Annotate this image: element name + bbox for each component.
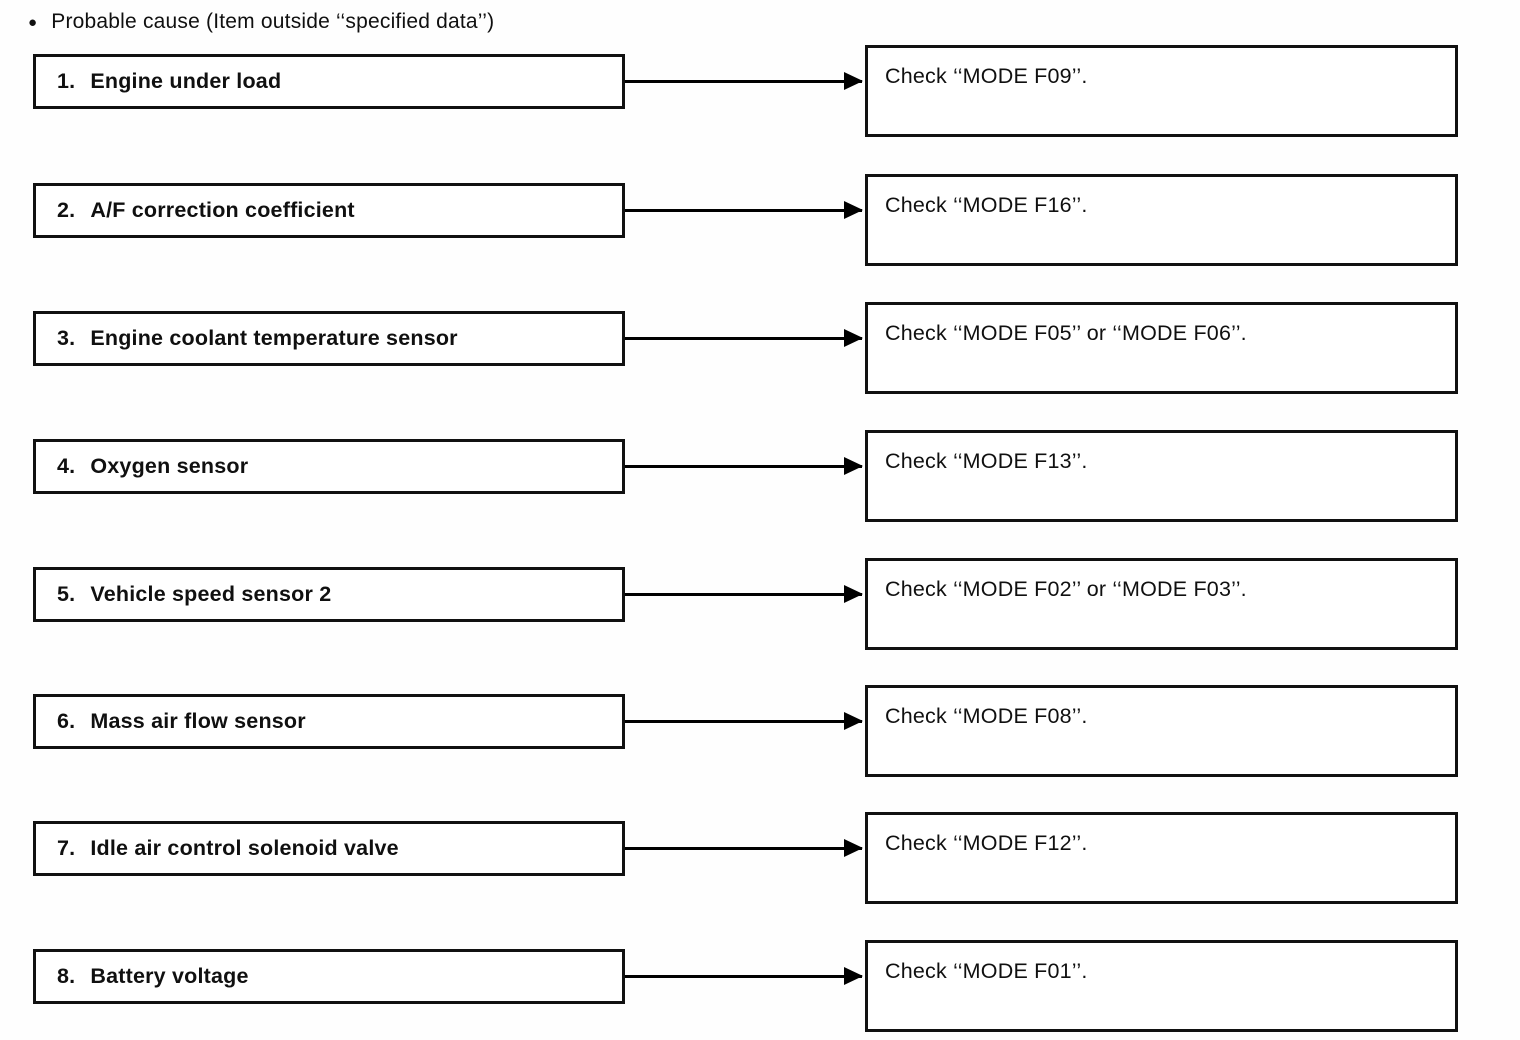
arrowhead-icon (844, 457, 863, 475)
cause-label: Idle air control solenoid valve (90, 836, 399, 860)
cause-label: Engine under load (90, 69, 282, 93)
cause-box: 6. Mass air flow sensor (33, 694, 625, 749)
action-label: Check ‘‘MODE F12’’. (885, 831, 1088, 855)
arrow-connector (625, 712, 863, 730)
arrowhead-icon (844, 712, 863, 730)
cause-number: 4. (57, 454, 76, 478)
arrow-connector (625, 585, 863, 603)
cause-number: 8. (57, 964, 76, 988)
arrow-connector (625, 457, 863, 475)
flow-row: 4. Oxygen sensor Check ‘‘MODE F13’’. (0, 430, 1520, 526)
action-label: Check ‘‘MODE F13’’. (885, 449, 1088, 473)
cause-label: Engine coolant temperature sensor (90, 326, 458, 350)
arrowhead-icon (844, 201, 863, 219)
section-title: ● Probable cause (Item outside ‘‘specifi… (28, 10, 494, 34)
cause-number: 1. (57, 69, 76, 93)
flow-row: 2. A/F correction coefficient Check ‘‘MO… (0, 174, 1520, 270)
arrow-connector (625, 839, 863, 857)
flow-row: 8. Battery voltage Check ‘‘MODE F01’’. (0, 940, 1520, 1036)
cause-label: Oxygen sensor (90, 454, 249, 478)
cause-label: Mass air flow sensor (90, 709, 306, 733)
arrow-connector (625, 72, 863, 90)
action-box: Check ‘‘MODE F05’’ or ‘‘MODE F06’’. (865, 302, 1458, 394)
action-box: Check ‘‘MODE F13’’. (865, 430, 1458, 522)
arrow-connector (625, 967, 863, 985)
action-box: Check ‘‘MODE F08’’. (865, 685, 1458, 777)
action-label: Check ‘‘MODE F09’’. (885, 64, 1088, 88)
section-title-text: Probable cause (Item outside ‘‘specified… (51, 10, 495, 33)
cause-label: Vehicle speed sensor 2 (90, 582, 332, 606)
cause-box: 1. Engine under load (33, 54, 625, 109)
cause-box: 4. Oxygen sensor (33, 439, 625, 494)
flow-row: 7. Idle air control solenoid valve Check… (0, 812, 1520, 908)
cause-label: A/F correction coefficient (90, 198, 355, 222)
action-box: Check ‘‘MODE F09’’. (865, 45, 1458, 137)
bullet-icon: ● (28, 13, 38, 31)
arrowhead-icon (844, 967, 863, 985)
action-box: Check ‘‘MODE F16’’. (865, 174, 1458, 266)
arrowhead-icon (844, 72, 863, 90)
action-label: Check ‘‘MODE F05’’ or ‘‘MODE F06’’. (885, 321, 1247, 345)
arrow-connector (625, 201, 863, 219)
arrowhead-icon (844, 839, 863, 857)
cause-number: 5. (57, 582, 76, 606)
cause-box: 7. Idle air control solenoid valve (33, 821, 625, 876)
action-box: Check ‘‘MODE F01’’. (865, 940, 1458, 1032)
flow-row: 6. Mass air flow sensor Check ‘‘MODE F08… (0, 685, 1520, 781)
action-box: Check ‘‘MODE F12’’. (865, 812, 1458, 904)
cause-number: 2. (57, 198, 76, 222)
cause-number: 7. (57, 836, 76, 860)
action-box: Check ‘‘MODE F02’’ or ‘‘MODE F03’’. (865, 558, 1458, 650)
action-label: Check ‘‘MODE F01’’. (885, 959, 1088, 983)
arrowhead-icon (844, 329, 863, 347)
flow-row: 3. Engine coolant temperature sensor Che… (0, 302, 1520, 398)
action-label: Check ‘‘MODE F08’’. (885, 704, 1088, 728)
cause-label: Battery voltage (90, 964, 249, 988)
cause-box: 2. A/F correction coefficient (33, 183, 625, 238)
cause-box: 3. Engine coolant temperature sensor (33, 311, 625, 366)
flow-row: 5. Vehicle speed sensor 2 Check ‘‘MODE F… (0, 558, 1520, 654)
cause-number: 3. (57, 326, 76, 350)
cause-number: 6. (57, 709, 76, 733)
arrowhead-icon (844, 585, 863, 603)
cause-box: 5. Vehicle speed sensor 2 (33, 567, 625, 622)
arrow-connector (625, 329, 863, 347)
cause-box: 8. Battery voltage (33, 949, 625, 1004)
action-label: Check ‘‘MODE F02’’ or ‘‘MODE F03’’. (885, 577, 1247, 601)
action-label: Check ‘‘MODE F16’’. (885, 193, 1088, 217)
flow-row: 1. Engine under load Check ‘‘MODE F09’’. (0, 45, 1520, 141)
